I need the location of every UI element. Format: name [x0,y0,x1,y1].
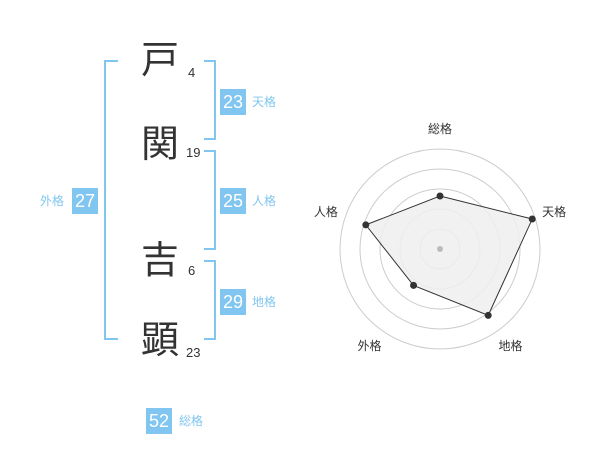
kanji-1: 戸 [140,38,179,82]
radar-grid-ring [339,148,541,350]
gaikaku-bracket [104,60,118,340]
kanji-3: 吉 [140,238,179,282]
kanji-2: 関 [140,122,179,166]
gaikaku-value-badge: 27 [72,188,99,214]
soukaku-value-badge: 52 [146,408,173,434]
radar-point-2 [528,215,536,223]
radar-axis-label: 地格 [499,338,523,353]
radar-axis-label: 外格 [357,338,381,353]
tenkaku-label: 天格 [252,95,277,109]
jinkaku-label: 人格 [252,194,277,208]
kanji-2-stroke-count: 19 [186,145,201,160]
kanji-3-stroke-count: 6 [188,263,196,278]
jinkaku-bracket [204,150,216,250]
chikaku-bracket [204,260,216,340]
radar-point-3 [484,311,492,319]
kanji-4: 顕 [140,318,179,362]
radar-center-dot [437,246,443,252]
radar-axis-label: 総格 [428,121,452,136]
radar-axis-label: 人格 [314,204,338,219]
radar-score-area [365,195,533,316]
kanji-4-stroke-count: 23 [186,345,201,360]
tenkaku-bracket [204,60,216,140]
chikaku-value-badge: 29 [220,289,247,315]
radar-point-4 [410,281,418,289]
radar-axis-label: 天格 [542,204,566,219]
chikaku-label: 地格 [252,295,277,309]
radar-grid-ring [359,168,521,330]
gaikaku-label: 外格 [40,194,65,208]
soukaku-label: 総格 [179,414,204,428]
tenkaku-value-badge: 23 [220,89,247,115]
jinkaku-value-badge: 25 [220,188,247,214]
radar-point-5 [362,221,370,229]
radar-points [362,192,536,319]
radar-point-1 [436,192,444,200]
kanji-1-stroke-count: 4 [188,65,196,80]
